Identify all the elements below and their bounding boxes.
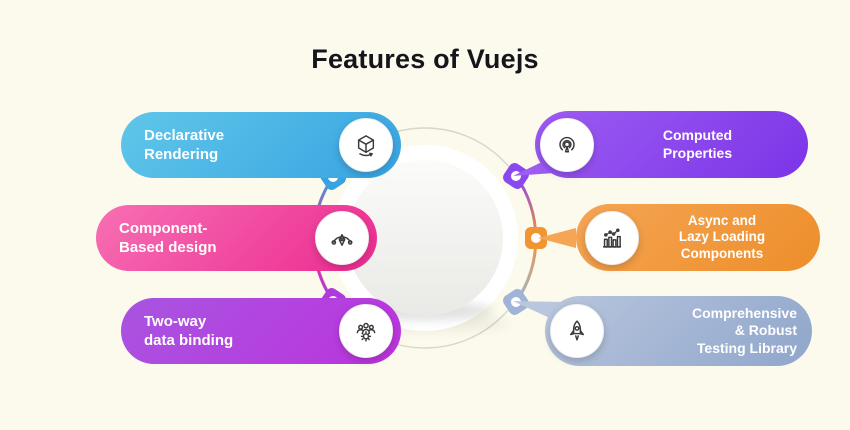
feature-bubble-component-based-design: Component- Based design <box>96 205 377 271</box>
center-ring-diagram <box>303 127 547 349</box>
feature-bubble-two-way-data-binding: Two-way data binding <box>121 298 401 364</box>
feature-icon-circle <box>315 211 369 265</box>
feature-bubble-async-lazy-loading: Async and Lazy Loading Components <box>576 204 820 271</box>
feature-label-line: Computed <box>662 127 733 143</box>
feature-label-line: Properties <box>662 144 733 161</box>
feature-label-line: data binding <box>144 332 234 349</box>
center-disc <box>347 160 503 316</box>
connector-diamond-computed <box>503 163 529 189</box>
team-gear-icon <box>356 322 376 342</box>
feature-label-line: Based design <box>119 239 217 256</box>
feature-label-line: Rendering <box>144 146 219 163</box>
feature-label-line: Lazy Loading <box>678 229 766 245</box>
page-title: Features of Vuejs <box>311 44 539 74</box>
feature-label-line: Comprehensive <box>691 304 797 321</box>
feature-label-line: Components <box>680 245 764 261</box>
feature-icon-circle <box>339 304 393 358</box>
feature-label-line: Two-way <box>144 313 207 330</box>
feature-bubble-testing-library: Comprehensive & Robust Testing Library <box>545 296 812 366</box>
feature-label-line: Component- <box>119 220 208 237</box>
pen-tool-icon <box>331 234 353 246</box>
feature-icon-circle <box>550 304 604 358</box>
rocket-icon <box>569 320 585 341</box>
connector-diamond-async <box>525 227 547 249</box>
feature-label-line: & Robust <box>734 322 797 339</box>
feature-icon-circle <box>585 210 639 265</box>
feature-label-line: Testing Library <box>696 339 797 356</box>
feature-label-line: Declarative <box>144 127 225 144</box>
feature-icon-circle <box>540 117 594 172</box>
bar-chart-icon <box>602 228 622 248</box>
feature-icon-circle <box>339 118 393 172</box>
cube-3d-render-icon <box>357 135 375 157</box>
feature-label-line: Async and <box>687 212 757 228</box>
broadcast-icon <box>559 136 575 152</box>
feature-bubble-computed-properties: Computed Properties <box>535 111 808 178</box>
feature-bubble-declarative-rendering: Declarative Rendering <box>121 112 401 178</box>
